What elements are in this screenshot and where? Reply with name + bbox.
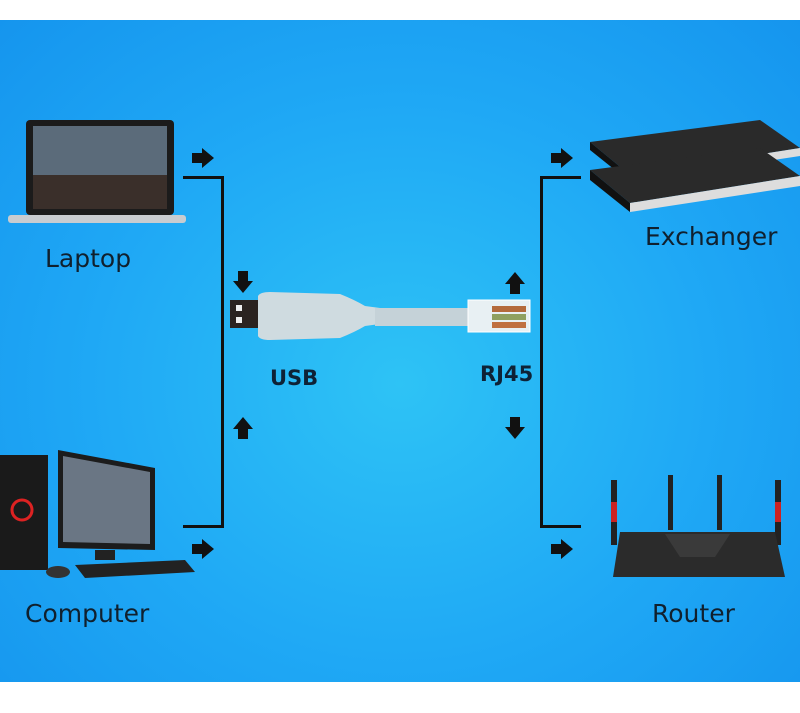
exchanger-label: Exchanger [645,222,778,251]
connector-line [183,525,224,528]
laptop-icon [8,120,186,223]
network-switch-icon [590,120,800,212]
connector-line [540,525,581,528]
connector-line [540,176,543,528]
arrow-down-icon [233,271,253,293]
arrow-right-icon [551,148,573,168]
rj45-label: RJ45 [480,362,534,386]
computer-label: Computer [25,599,150,628]
arrow-down-icon [505,417,525,439]
arrow-right-icon [192,539,214,559]
arrow-up-icon [233,417,253,439]
laptop-label: Laptop [45,244,132,273]
usb-rj45-cable-icon [230,292,531,340]
router-label: Router [652,599,735,628]
arrow-up-icon [505,272,525,294]
connector-line [221,176,224,528]
arrow-right-icon [551,539,573,559]
connector-line [540,176,581,179]
usb-label: USB [270,366,319,390]
router-icon [611,475,785,577]
computer-icon [0,450,195,578]
connector-line [183,176,224,179]
arrow-right-icon [192,148,214,168]
